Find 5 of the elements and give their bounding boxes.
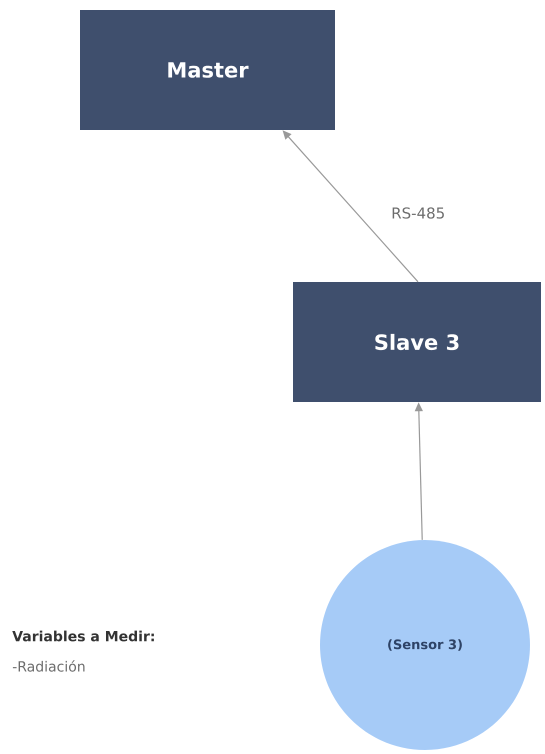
note-text: Variables a Medir: bbox=[12, 630, 154, 642]
process-box: Master bbox=[80, 10, 335, 130]
process-box: Slave 3 bbox=[293, 282, 541, 402]
note-text: -Radiación bbox=[12, 660, 84, 672]
edge-label: RS-485 bbox=[390, 206, 446, 220]
